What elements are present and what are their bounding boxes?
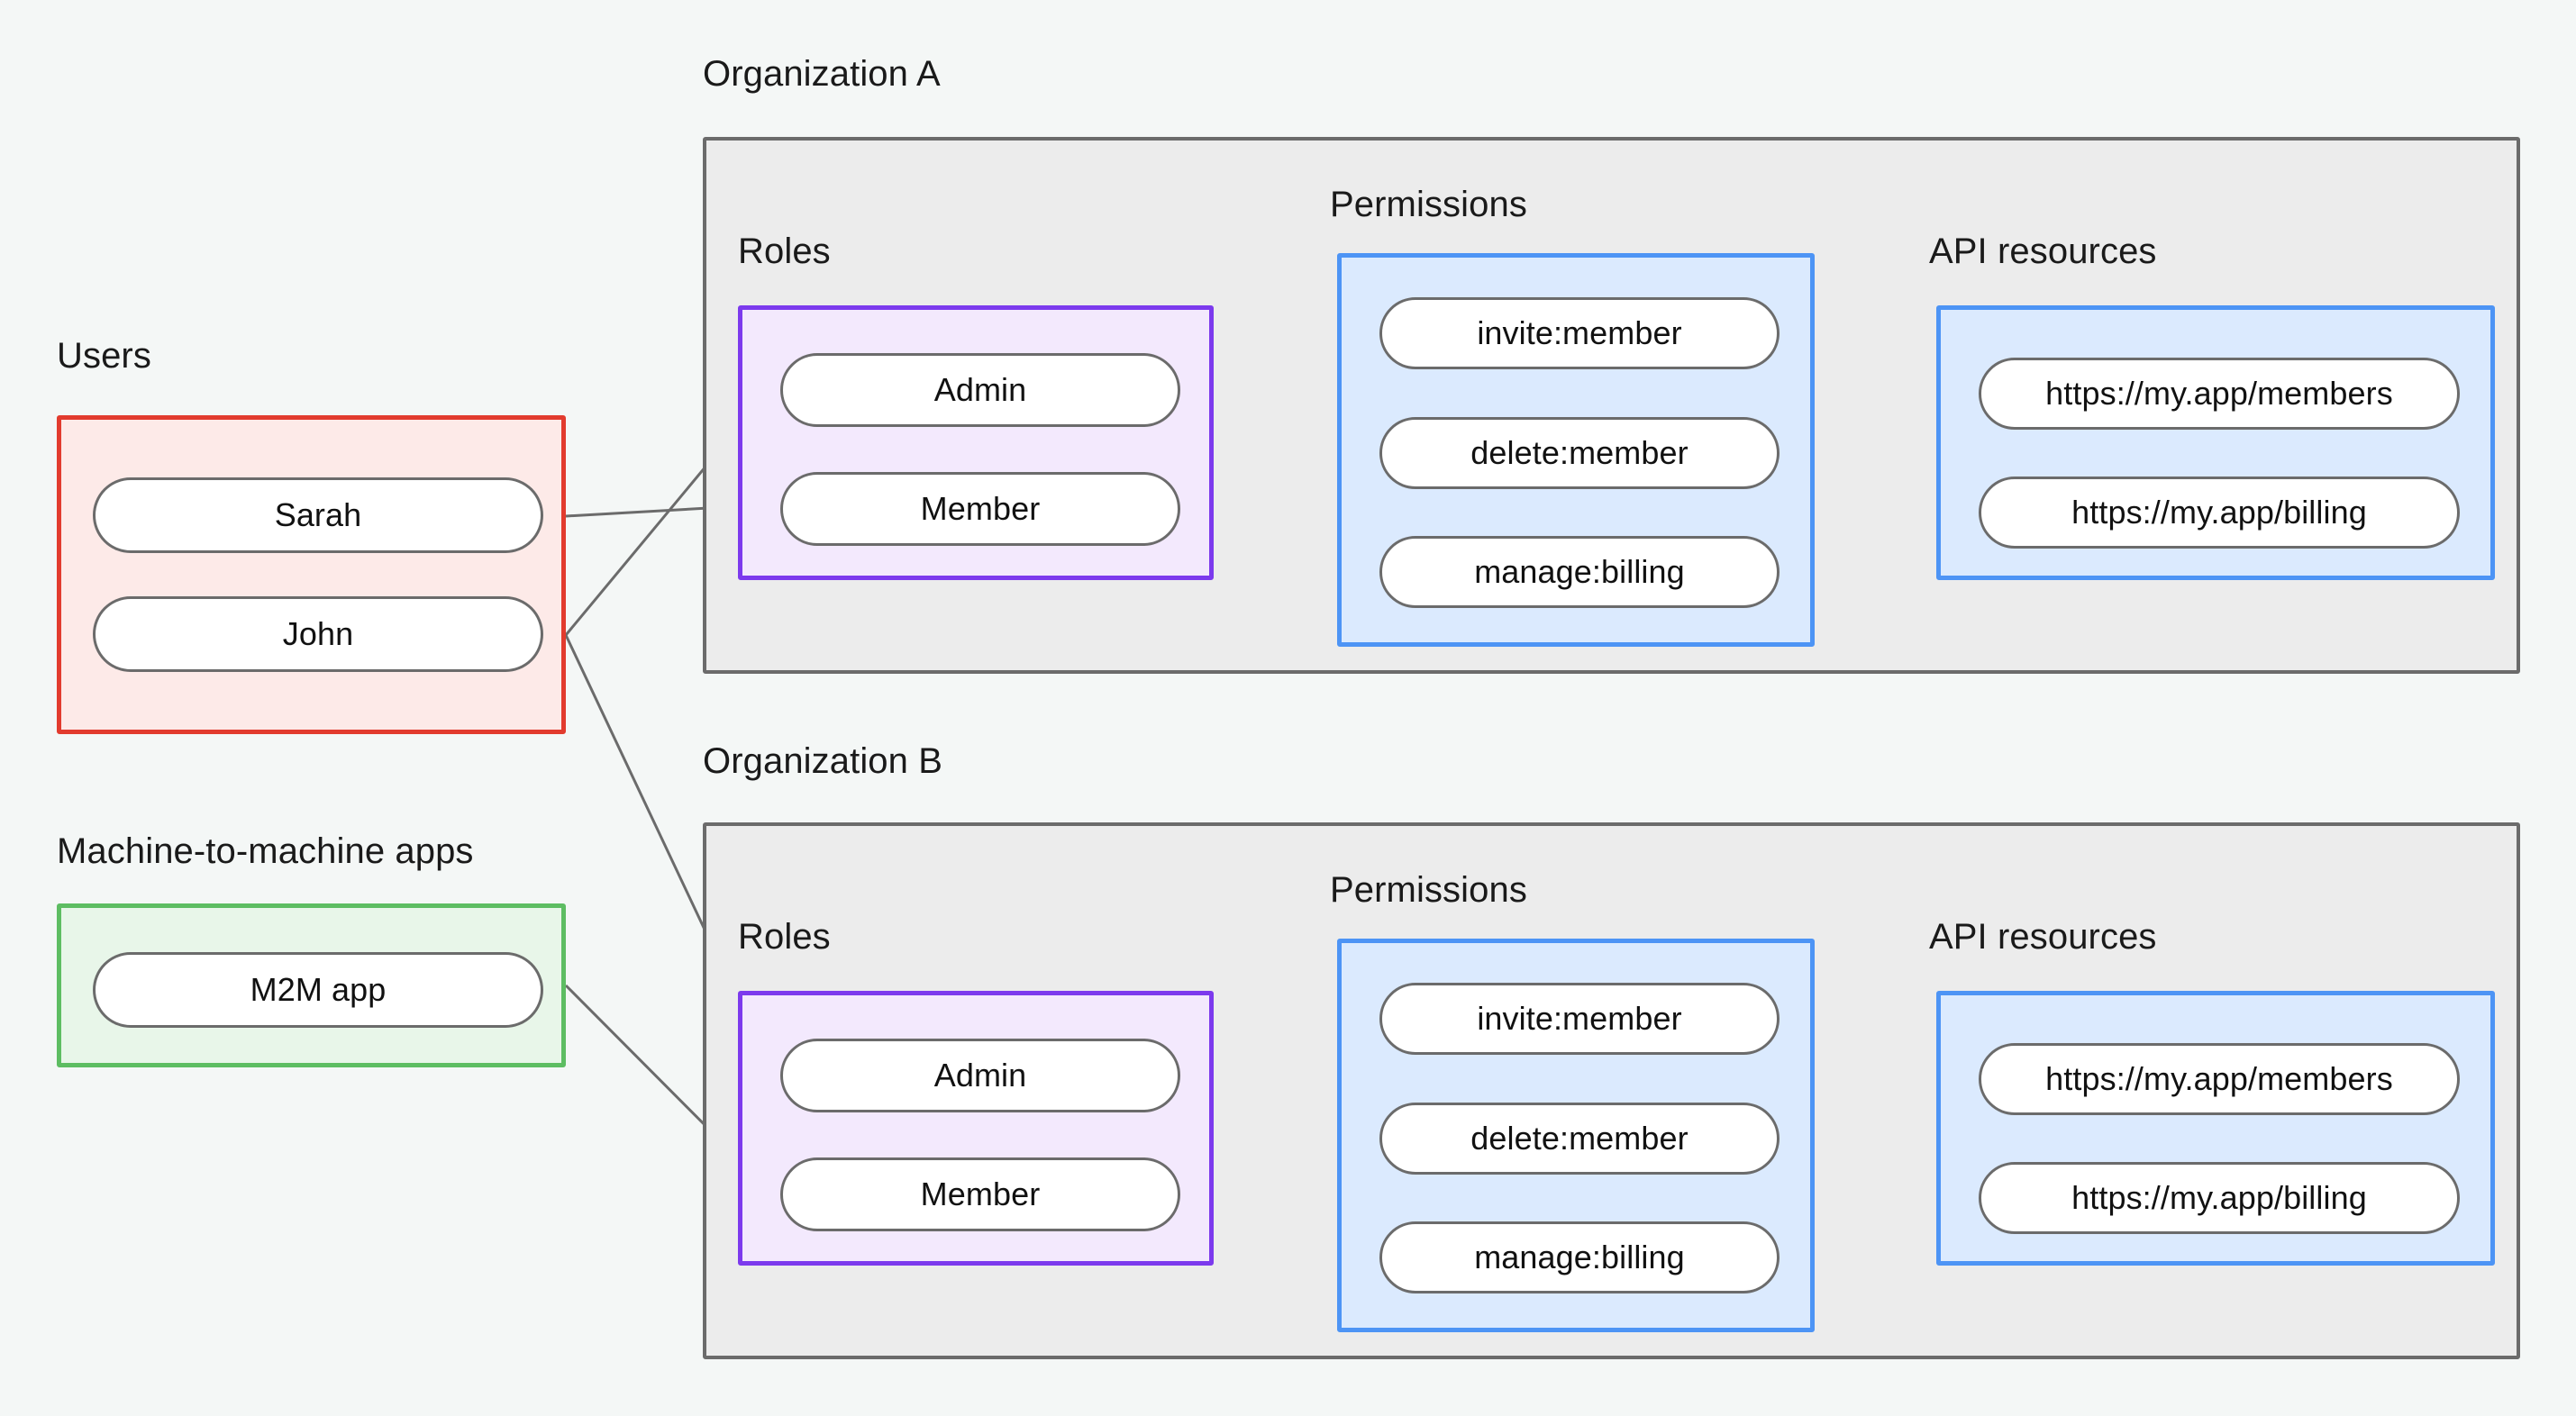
- orgA-permission-manage-billing[interactable]: manage:billing: [1379, 536, 1780, 608]
- orgA-roles-label: Roles: [738, 231, 831, 271]
- orgB-role-member[interactable]: Member: [780, 1157, 1180, 1231]
- orgB-role-admin[interactable]: Admin: [780, 1039, 1180, 1112]
- orgB-permissions-box: invite:member delete:member manage:billi…: [1337, 939, 1815, 1332]
- orgA-role-member[interactable]: Member: [780, 472, 1180, 546]
- orgB-api-resource-billing[interactable]: https://my.app/billing: [1979, 1162, 2460, 1234]
- orgA-role-admin[interactable]: Admin: [780, 353, 1180, 427]
- orgA-roles-box: Admin Member: [738, 305, 1214, 580]
- orgB-roles-box: Admin Member: [738, 991, 1214, 1266]
- users-group-label: Users: [57, 336, 151, 376]
- organization-a-container: Roles Admin Member Permissions invite:me…: [703, 137, 2520, 674]
- user-node-john[interactable]: John: [93, 596, 543, 672]
- orgA-permission-invite-member[interactable]: invite:member: [1379, 297, 1780, 369]
- organization-b-title: Organization B: [703, 741, 942, 781]
- orgA-permissions-label: Permissions: [1330, 185, 1527, 224]
- orgB-permissions-label: Permissions: [1330, 870, 1527, 910]
- orgA-permission-delete-member[interactable]: delete:member: [1379, 417, 1780, 489]
- orgA-api-resource-billing[interactable]: https://my.app/billing: [1979, 477, 2460, 549]
- organization-b-container: Roles Admin Member Permissions invite:me…: [703, 822, 2520, 1359]
- user-node-sarah[interactable]: Sarah: [93, 477, 543, 553]
- orgB-api-resources-label: API resources: [1929, 917, 2157, 957]
- organization-a-title: Organization A: [703, 54, 941, 94]
- m2m-node-app[interactable]: M2M app: [93, 952, 543, 1028]
- orgA-permissions-box: invite:member delete:member manage:billi…: [1337, 253, 1815, 647]
- orgA-api-resource-members[interactable]: https://my.app/members: [1979, 358, 2460, 430]
- orgB-api-resource-members[interactable]: https://my.app/members: [1979, 1043, 2460, 1115]
- m2m-group-box: M2M app: [57, 903, 566, 1067]
- m2m-group-label: Machine-to-machine apps: [57, 831, 474, 871]
- orgB-permission-delete-member[interactable]: delete:member: [1379, 1103, 1780, 1175]
- orgB-api-resources-box: https://my.app/members https://my.app/bi…: [1936, 991, 2495, 1266]
- orgB-permission-manage-billing[interactable]: manage:billing: [1379, 1221, 1780, 1293]
- users-group-box: Sarah John: [57, 415, 566, 734]
- orgA-api-resources-box: https://my.app/members https://my.app/bi…: [1936, 305, 2495, 580]
- orgB-roles-label: Roles: [738, 917, 831, 957]
- orgA-api-resources-label: API resources: [1929, 231, 2157, 271]
- orgB-permission-invite-member[interactable]: invite:member: [1379, 983, 1780, 1055]
